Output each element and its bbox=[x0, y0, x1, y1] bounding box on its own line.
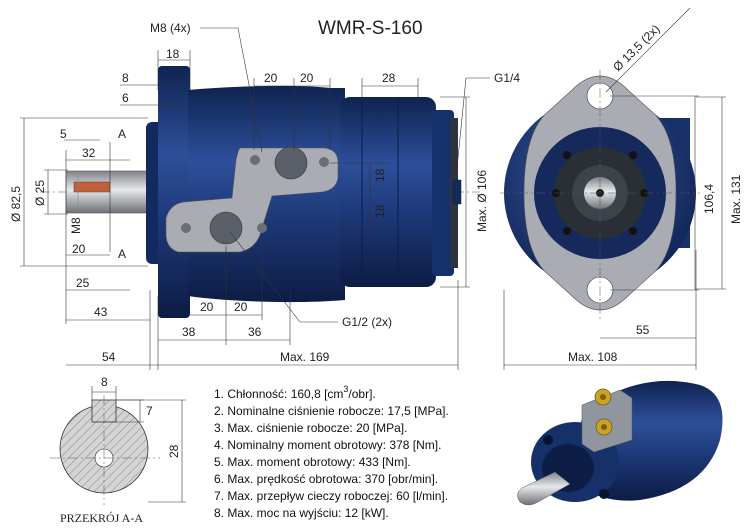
section-key-width: 8 bbox=[101, 375, 108, 389]
dim-total-54: 54 bbox=[102, 350, 116, 364]
dim-max-108: Max. 108 bbox=[568, 350, 618, 364]
spec-item-8: 8. Max. moc na wyjściu: 12 [kW]. bbox=[214, 506, 389, 520]
port-a bbox=[274, 146, 308, 180]
spec-item-6: 6. Max. prędkość obrotowa: 370 [obr/min]… bbox=[214, 472, 438, 486]
dim-bottom-36: 36 bbox=[248, 325, 262, 339]
iso-shaft bbox=[517, 471, 571, 506]
port-b bbox=[209, 211, 243, 245]
dim-hole-dia: Ø 13,5 (2x) bbox=[610, 22, 662, 74]
dim-bottom-20-b: 20 bbox=[234, 300, 248, 314]
g14-port-fitting bbox=[452, 179, 462, 205]
dim-port-spacing-b: 20 bbox=[300, 71, 314, 85]
dim-flange-width: 18 bbox=[166, 47, 180, 61]
dim-key-5: 5 bbox=[60, 127, 67, 141]
dim-shaft-20: 20 bbox=[72, 242, 86, 256]
end-cap bbox=[432, 110, 454, 276]
dim-port-spacing-a: 20 bbox=[264, 71, 278, 85]
dim-flange-6: 6 bbox=[122, 91, 129, 105]
spec-item-4: 4. Nominalny moment obrotowy: 378 [Nm]. bbox=[214, 438, 441, 452]
isometric-view bbox=[517, 380, 723, 506]
spec-item-7: 7. Max. przepływ cieczy roboczej: 60 [l/… bbox=[214, 489, 448, 503]
front-view: M8 (4x) 18 8 6 20 20 28 G1/4 5 A 32 Ø 82… bbox=[9, 21, 520, 370]
dim-pack-28: 28 bbox=[382, 71, 396, 85]
dim-port-18-upper: 18 bbox=[373, 168, 387, 182]
front-dimensions bbox=[20, 27, 490, 370]
dim-height-106-4: 106,4 bbox=[702, 184, 716, 214]
section-a-a: 8 7 28 PRZEKRÓJ A-A bbox=[50, 375, 186, 525]
gerotor-pack bbox=[340, 97, 436, 287]
dim-key-32: 32 bbox=[82, 146, 96, 160]
callout-port-top: G1/4 bbox=[494, 71, 520, 85]
dim-dia-25: Ø 25 bbox=[33, 180, 47, 206]
section-height: 28 bbox=[167, 444, 181, 458]
callout-bolts: M8 (4x) bbox=[150, 21, 191, 35]
dim-bottom-38: 38 bbox=[182, 325, 196, 339]
dim-port-18-lower: 18 bbox=[373, 204, 387, 218]
shaft-keyway bbox=[73, 181, 111, 193]
dim-flange-8: 8 bbox=[122, 71, 129, 85]
section-mark-top: A bbox=[118, 127, 126, 141]
spec-item-1: 1. Chłonność: 160,8 [cm3/obr]. bbox=[214, 384, 376, 401]
dim-max-dia-106: Max. Ø 106 bbox=[475, 170, 489, 232]
spec-list: 1. Chłonność: 160,8 [cm3/obr]. 2. Nomina… bbox=[214, 384, 449, 520]
section-mark-bottom: A bbox=[118, 247, 126, 261]
section-caption: PRZEKRÓJ A-A bbox=[60, 511, 143, 525]
dim-shaft-43: 43 bbox=[94, 305, 108, 319]
drawing-title: WMR-S-160 bbox=[318, 18, 423, 39]
spec-item-5: 5. Max. moment obrotowy: 433 [Nm]. bbox=[214, 455, 411, 469]
side-view: Ø 13,5 (2x) 106,4 Max. 131 55 Max. 108 bbox=[500, 7, 743, 370]
spec-item-2: 2. Nominalne ciśnienie robocze: 17,5 [MP… bbox=[214, 404, 449, 418]
mounting-flange bbox=[158, 66, 190, 318]
dim-shaft-25: 25 bbox=[76, 276, 90, 290]
dim-bottom-20-a: 20 bbox=[200, 300, 214, 314]
spec-item-3: 3. Max. ciśnienie robocze: 20 [MPa]. bbox=[214, 421, 407, 435]
side-dimensions bbox=[503, 7, 726, 370]
section-key-depth: 7 bbox=[146, 404, 153, 418]
callout-ports-side: G1/2 (2x) bbox=[342, 315, 392, 329]
dim-max-131: Max. 131 bbox=[729, 174, 743, 224]
dim-dia-82-5: Ø 82,5 bbox=[9, 186, 23, 222]
dim-max-169: Max. 169 bbox=[280, 350, 330, 364]
callout-shaft-thread: M8 bbox=[69, 217, 83, 234]
dim-offset-55: 55 bbox=[636, 323, 650, 337]
